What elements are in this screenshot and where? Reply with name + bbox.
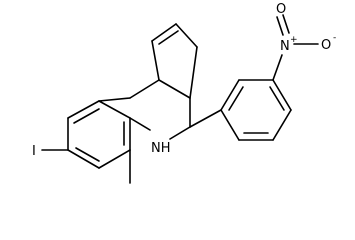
bond-ar1-ar2 [220,79,240,111]
double-bond-inner-1 [73,108,100,124]
bond-n-o-double-a [276,16,284,36]
bond-n-o-double-b [282,14,290,34]
bond-ar3-ar4 [272,79,292,111]
double-bond-ar-inner-1 [228,86,244,111]
benzo-ring [67,100,131,169]
nitro-o-double-label: O [276,2,286,17]
bond-c9b-c9a [129,79,160,99]
bond-n-c4 [169,126,191,140]
iodo-substituent: I [32,144,69,159]
bond-c1-c2 [151,23,177,42]
nitrophenyl-ring [189,79,292,141]
bond-c4a-c8a [98,100,131,119]
bond-c3a-c9b [158,79,191,99]
nitro-group: N + O O - [272,2,336,81]
chemical-structure-diagram: I NH N + [32,2,336,184]
bond-c8a-c8 [67,100,100,119]
bond-ar3-n [272,54,283,81]
cyclopentene-ring [151,23,198,99]
double-bond-ar-inner-2 [269,86,285,111]
bond-c4-aryl [189,109,222,128]
iodine-atom-label: I [32,144,36,159]
nitro-n-charge: + [290,35,298,45]
bond-c4a-n [129,117,151,131]
bond-ar4-ar5 [272,109,292,141]
bond-c9a-c8a [98,97,131,102]
bond-c7-c6 [67,149,100,169]
amine-nh-label: NH [151,141,171,156]
bond-c3-c3a [189,46,198,99]
nitro-o-charge: - [333,33,336,43]
bond-ar6-ar1 [220,109,240,141]
double-bond-c1-c2-inner [158,30,179,45]
piperidine-ring: NH [98,79,191,156]
structure-canvas: I NH N + [32,2,336,184]
bond-c6-c5 [98,149,131,169]
bond-c9b-c1 [151,40,160,81]
bond-c2-c3 [175,23,198,48]
nitro-o-single-label: O [321,38,331,53]
nitro-n-label: N [280,39,290,54]
double-bond-inner-2 [75,147,100,162]
